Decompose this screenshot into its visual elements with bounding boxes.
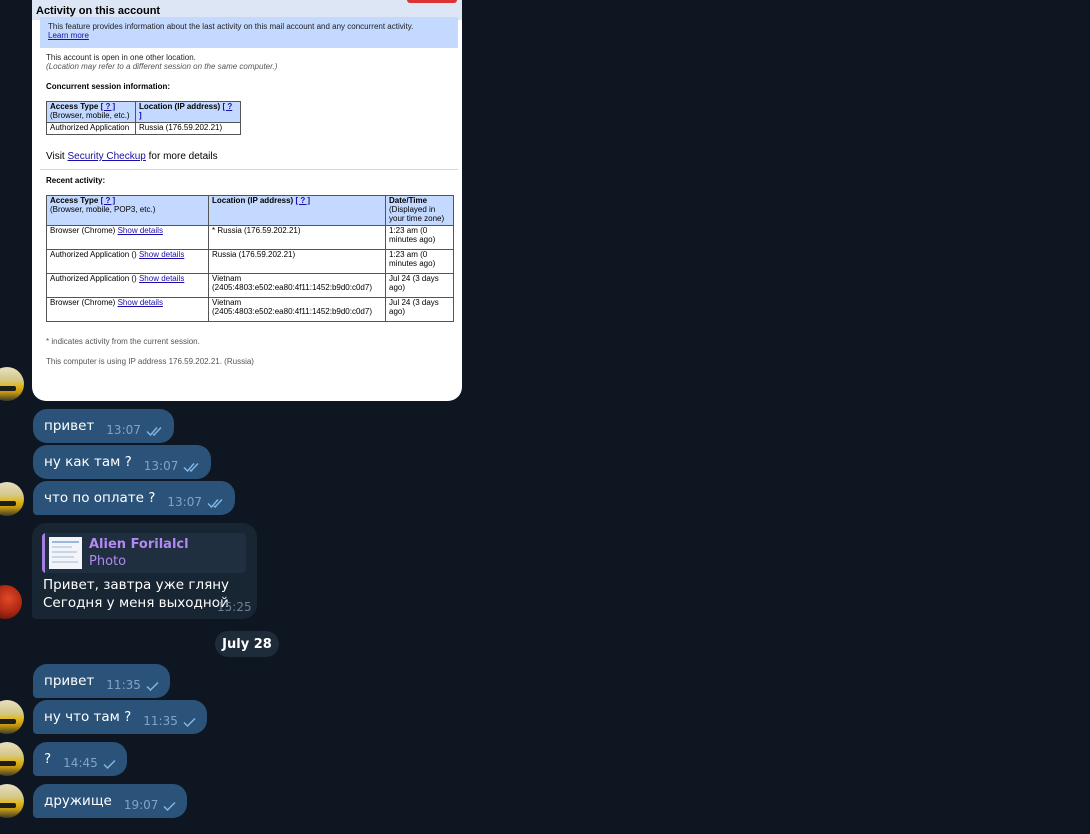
message-time: 13:07 bbox=[167, 495, 202, 509]
col-access-type: Access Type [ ? ] (Browser, mobile, etc.… bbox=[46, 101, 136, 123]
message-bubble[interactable]: ну что там ? 11:35 bbox=[33, 700, 207, 734]
double-check-icon bbox=[146, 421, 164, 440]
message-time: 19:07 bbox=[123, 798, 159, 812]
info-box: This feature provides information about … bbox=[40, 17, 458, 48]
security-checkup-link[interactable]: Security Checkup bbox=[67, 151, 146, 162]
user-avatar[interactable] bbox=[0, 784, 24, 818]
table-row: Browser (Chrome) Show details * Russia (… bbox=[46, 224, 454, 250]
user-avatar[interactable] bbox=[0, 482, 24, 516]
photo-thumbnail bbox=[49, 537, 82, 569]
table-row: Authorized Application () Show details R… bbox=[46, 248, 454, 274]
photo-message[interactable]: Activity on this account This feature pr… bbox=[32, 0, 462, 401]
visit-security-line: Visit Security Checkup for more details bbox=[46, 151, 218, 162]
message-bubble[interactable]: дружище 19:07 bbox=[33, 784, 188, 818]
info-text: This feature provides information about … bbox=[48, 22, 414, 31]
message-time: 11:35 bbox=[143, 714, 178, 728]
message-text: что по оплате ? bbox=[44, 490, 156, 506]
user-avatar[interactable] bbox=[0, 367, 24, 401]
ip-address-note: This computer is using IP address 176.59… bbox=[46, 357, 254, 366]
message-time: 14:45 bbox=[63, 756, 98, 770]
user-avatar[interactable] bbox=[0, 742, 24, 776]
col-location: Location (IP address) [ ? ] bbox=[135, 101, 241, 123]
incoming-message[interactable]: Alien Forilalcl Photo Привет, завтра уже… bbox=[32, 523, 257, 619]
message-bubble[interactable]: привет 13:07 bbox=[33, 409, 174, 443]
current-session-footnote: * indicates activity from the current se… bbox=[46, 337, 200, 346]
show-details-link[interactable]: Show details bbox=[138, 273, 185, 283]
table-row: Browser (Chrome) Show details Vietnam (2… bbox=[46, 296, 454, 322]
recent-heading: Recent activity: bbox=[46, 176, 106, 185]
activity-title-bar: Activity on this account bbox=[32, 0, 462, 20]
show-details-link[interactable]: Show details bbox=[117, 297, 163, 307]
message-time: 11:35 bbox=[106, 678, 141, 692]
message-time: 13:07 bbox=[106, 423, 141, 437]
check-icon bbox=[163, 796, 177, 815]
learn-more-link[interactable]: Learn more bbox=[48, 31, 89, 40]
show-details-link[interactable]: Show details bbox=[117, 225, 163, 235]
message-text: привет bbox=[44, 418, 95, 434]
open-locations-text: This account is open in one other locati… bbox=[46, 53, 196, 62]
concurrent-table: Access Type [ ? ] (Browser, mobile, etc.… bbox=[46, 101, 241, 135]
message-text: Сегодня у меня выходной bbox=[43, 595, 229, 611]
message-bubble[interactable]: ? 14:45 bbox=[33, 742, 127, 776]
message-time: 13:07 bbox=[143, 459, 179, 473]
check-icon bbox=[103, 754, 117, 773]
check-icon bbox=[183, 712, 197, 731]
user-avatar[interactable] bbox=[0, 700, 24, 734]
concurrent-heading: Concurrent session information: bbox=[46, 82, 171, 91]
show-details-link[interactable]: Show details bbox=[138, 249, 185, 259]
recent-table: Access Type [ ? ] (Browser, mobile, POP3… bbox=[46, 195, 454, 322]
top-red-bar bbox=[407, 0, 457, 3]
col-location: Location (IP address) [ ? ] bbox=[208, 195, 386, 226]
double-check-icon bbox=[207, 493, 225, 512]
message-text: дружище bbox=[44, 793, 112, 809]
message-text: привет bbox=[44, 673, 95, 689]
reply-author: Alien Forilalcl bbox=[89, 537, 189, 552]
table-row: Authorized Application () Show details V… bbox=[46, 272, 454, 298]
date-separator: July 28 bbox=[215, 631, 279, 657]
reply-kind: Photo bbox=[89, 554, 127, 569]
double-check-icon bbox=[183, 457, 201, 476]
table-row: Authorized Application Russia (176.59.20… bbox=[46, 121, 241, 135]
reply-accent-bar bbox=[42, 533, 45, 573]
check-icon bbox=[146, 676, 160, 695]
message-text: ? bbox=[44, 751, 52, 767]
message-bubble[interactable]: ну как там ? 13:07 bbox=[33, 445, 212, 479]
reply-preview[interactable]: Alien Forilalcl Photo bbox=[42, 533, 246, 573]
message-text: Привет, завтра уже гляну bbox=[43, 577, 230, 593]
message-bubble[interactable]: привет 11:35 bbox=[33, 664, 170, 698]
message-bubble[interactable]: что по оплате ? 13:07 bbox=[33, 481, 235, 515]
message-text: ну как там ? bbox=[44, 454, 132, 470]
divider bbox=[40, 169, 458, 170]
message-time: 15:25 bbox=[217, 600, 252, 614]
location-note: (Location may refer to a different sessi… bbox=[46, 62, 278, 71]
contact-avatar[interactable] bbox=[0, 585, 22, 619]
col-access-type: Access Type [ ? ] (Browser, mobile, POP3… bbox=[46, 195, 209, 226]
message-text: ну что там ? bbox=[44, 709, 132, 725]
col-datetime: Date/Time (Displayed in your time zone) bbox=[385, 195, 454, 226]
activity-title: Activity on this account bbox=[36, 5, 161, 17]
